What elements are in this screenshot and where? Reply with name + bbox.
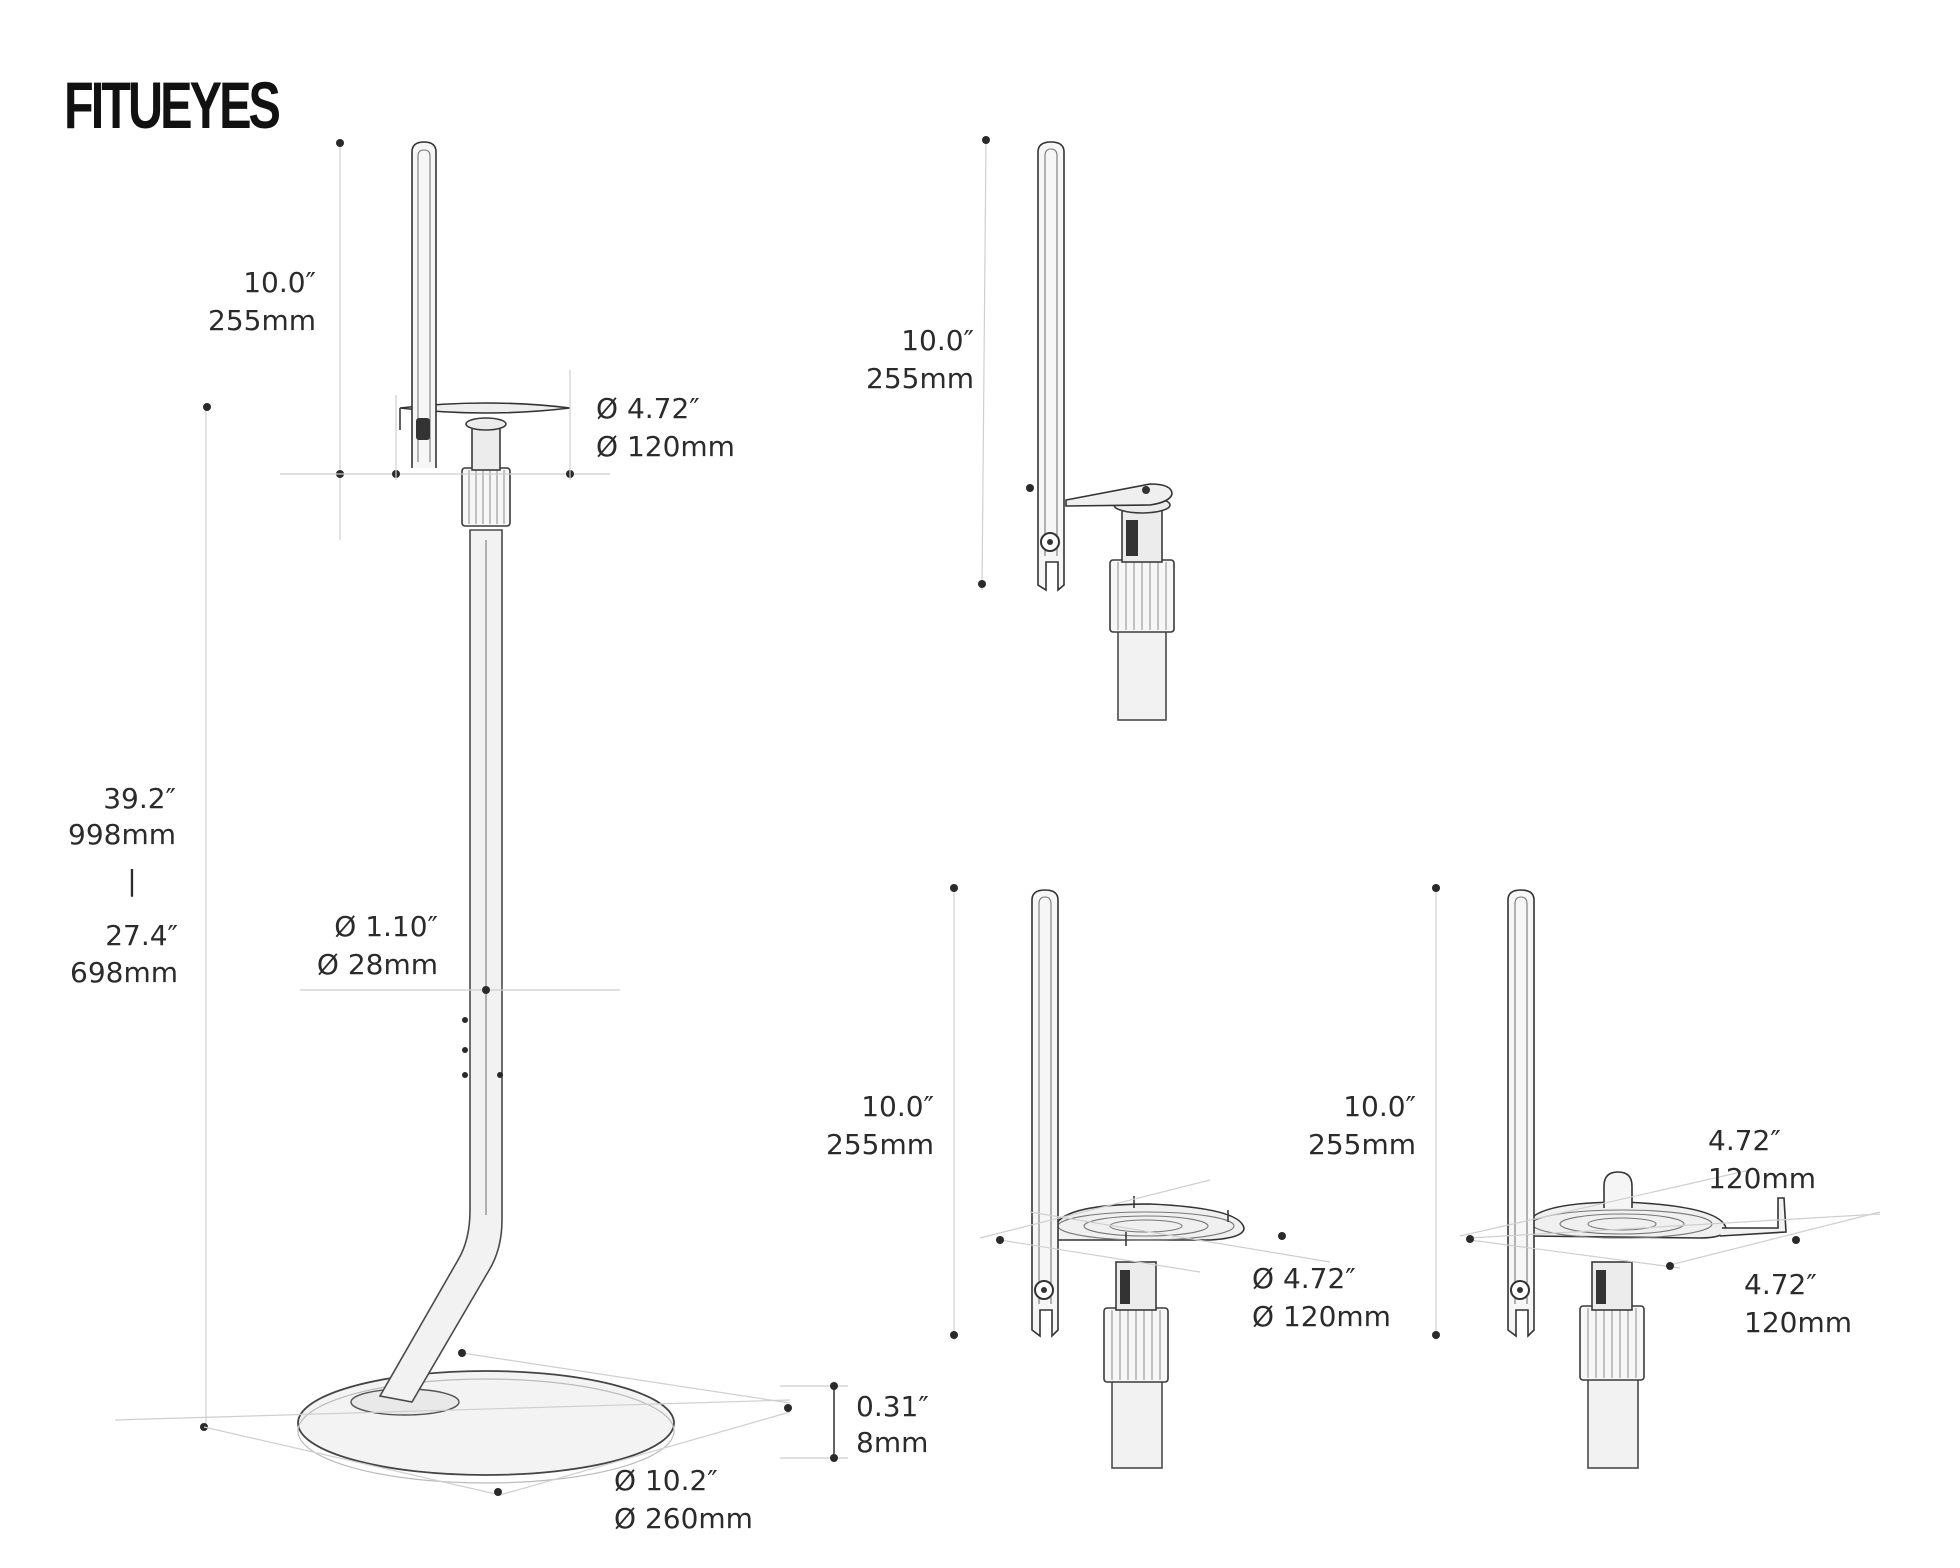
detail-a-drawing bbox=[1037, 141, 1175, 721]
detail-c-tray-width-metric: 120mm bbox=[1708, 1162, 1816, 1195]
detail-c-bracket-height-metric: 255mm bbox=[1308, 1128, 1416, 1161]
main-dimension-guides bbox=[114, 139, 848, 1496]
detail-c-drawing bbox=[1507, 889, 1787, 1469]
detail-c-bracket-height-imperial: 10.0″ bbox=[1343, 1090, 1416, 1123]
detail-b-drawing bbox=[1031, 889, 1245, 1469]
detail-b-bracket-height-label: 10.0″ 255mm bbox=[826, 1090, 934, 1161]
main-pole bbox=[378, 529, 503, 1403]
main-height-max-imperial: 39.2″ bbox=[103, 782, 176, 815]
main-stand-drawing bbox=[297, 141, 675, 1484]
main-pole-diameter-imperial: Ø 1.10″ bbox=[334, 910, 438, 943]
detail-c-dimension-guides bbox=[1432, 884, 1881, 1340]
detail-a-bracket-height-metric: 255mm bbox=[866, 362, 974, 395]
main-height-min-metric: 698mm bbox=[70, 956, 178, 989]
base-plate-edge bbox=[297, 1378, 675, 1484]
main-height-min-imperial: 27.4″ bbox=[105, 919, 178, 952]
base-plate bbox=[297, 1370, 675, 1476]
main-bracket-height-metric: 255mm bbox=[208, 304, 316, 337]
brand-logo-suffix: EYES bbox=[160, 68, 279, 142]
main-base-diameter-metric: Ø 260mm bbox=[614, 1502, 753, 1535]
svg-text:FITUEYES: FITUEYES bbox=[64, 68, 279, 142]
main-base-diameter-label: Ø 10.2″ Ø 260mm bbox=[614, 1464, 753, 1535]
brand-logo: FITUEYES bbox=[64, 68, 283, 142]
main-base-thickness-imperial: 0.31″ bbox=[856, 1390, 929, 1423]
detail-b-tray-diameter-imperial: Ø 4.72″ bbox=[1252, 1262, 1356, 1295]
detail-c-tray-depth-imperial: 4.72″ bbox=[1744, 1268, 1817, 1301]
main-bracket-height-label: 10.0″ 255mm bbox=[208, 266, 316, 337]
main-bracket-height-imperial: 10.0″ bbox=[243, 266, 316, 299]
detail-b-bracket-height-imperial: 10.0″ bbox=[861, 1090, 934, 1123]
detail-c-tray-depth-label: 4.72″ 120mm bbox=[1744, 1268, 1852, 1339]
main-total-height-label: 39.2″ 998mm | 27.4″ 698mm bbox=[68, 782, 178, 989]
detail-a-dimension-guides bbox=[978, 136, 1034, 591]
detail-b-bracket-height-metric: 255mm bbox=[826, 1128, 934, 1161]
detail-c-tray-width-label: 4.72″ 120mm bbox=[1708, 1124, 1816, 1195]
detail-b-tray-diameter-metric: Ø 120mm bbox=[1252, 1300, 1391, 1333]
brand-logo-prefix: FITU bbox=[64, 68, 160, 142]
detail-b-dimension-guides bbox=[950, 884, 1331, 1340]
main-height-range-separator: | bbox=[127, 864, 136, 897]
detail-a-bracket-height-label: 10.0″ 255mm bbox=[866, 324, 974, 395]
main-height-max-metric: 998mm bbox=[68, 818, 176, 851]
main-pole-diameter-label: Ø 1.10″ Ø 28mm bbox=[317, 910, 438, 981]
main-tray-diameter-label: Ø 4.72″ Ø 120mm bbox=[596, 392, 735, 463]
detail-a-bracket-height-imperial: 10.0″ bbox=[901, 324, 974, 357]
main-tray-diameter-metric: Ø 120mm bbox=[596, 430, 735, 463]
main-base-thickness-label: 0.31″ 8mm bbox=[856, 1390, 929, 1459]
detail-c-tray-depth-metric: 120mm bbox=[1744, 1306, 1852, 1339]
main-pole-diameter-metric: Ø 28mm bbox=[317, 948, 438, 981]
main-tray-diameter-imperial: Ø 4.72″ bbox=[596, 392, 700, 425]
detail-c-bracket-height-label: 10.0″ 255mm bbox=[1308, 1090, 1416, 1161]
main-base-thickness-metric: 8mm bbox=[856, 1426, 928, 1459]
detail-b-tray-diameter-label: Ø 4.72″ Ø 120mm bbox=[1252, 1262, 1391, 1333]
detail-c-tray-width-imperial: 4.72″ bbox=[1708, 1124, 1781, 1157]
main-base-diameter-imperial: Ø 10.2″ bbox=[614, 1464, 718, 1497]
